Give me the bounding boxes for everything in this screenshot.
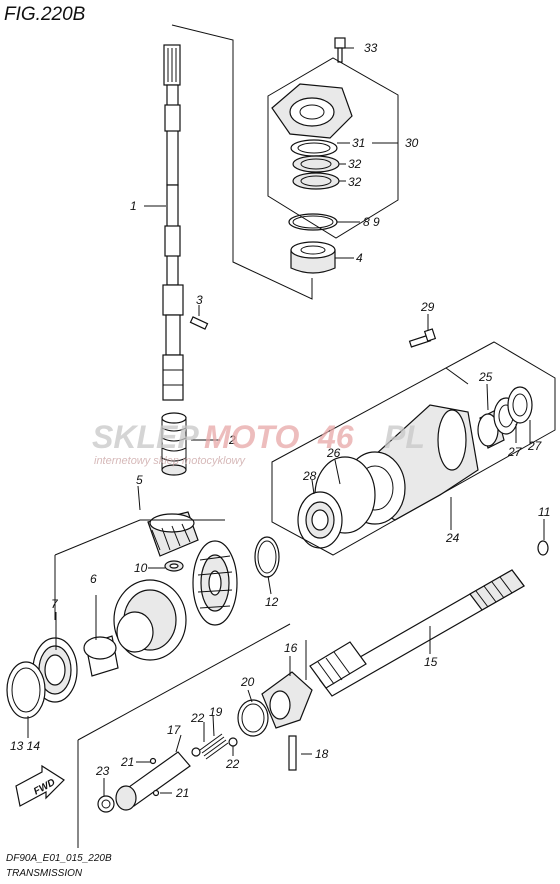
watermark-brand-a: SKLEP — [92, 419, 199, 455]
pin-3 — [189, 316, 209, 330]
callout-33: 33 — [364, 41, 378, 55]
callout-23: 23 — [95, 764, 110, 778]
shim-12 — [254, 536, 280, 578]
ball-22a — [191, 747, 201, 757]
callout-22b: 22 — [225, 757, 240, 771]
callout-2: 2 — [228, 433, 236, 447]
spring-2 — [161, 412, 187, 476]
callout-21a: 21 — [120, 755, 134, 769]
ball-22b — [228, 737, 238, 747]
diagram-caption: TRANSMISSION — [6, 868, 83, 879]
callout-21b: 21 — [175, 786, 189, 800]
group-box-30 — [267, 57, 399, 239]
callout-18: 18 — [315, 747, 329, 761]
pin-18 — [288, 735, 297, 771]
callout-13-14: 13 14 — [10, 739, 40, 753]
spring-19 — [199, 733, 229, 760]
callout-25: 25 — [478, 370, 493, 384]
group-box-24 — [271, 341, 556, 556]
nut-10 — [164, 560, 184, 572]
washer-23 — [97, 795, 115, 813]
figure-title: FIG.220B — [4, 4, 86, 25]
bushing-6 — [83, 635, 119, 677]
callout-28: 28 — [302, 469, 317, 483]
bolt-33 — [334, 37, 346, 63]
callout-27b: 27 — [527, 439, 543, 453]
reverse-gear — [113, 579, 187, 661]
callout-11: 11 — [538, 505, 550, 519]
watermark-brand-d: PL — [384, 419, 425, 455]
clutch-dog-16 — [261, 671, 313, 729]
o-ring-8-9 — [288, 213, 338, 231]
group-box-bottom — [77, 623, 307, 848]
callout-30: 30 — [405, 136, 419, 150]
bearing-4 — [290, 241, 336, 274]
callout-1: 1 — [130, 199, 137, 213]
forward-bevel-gear — [192, 540, 238, 626]
callout-7: 7 — [51, 597, 59, 611]
callout-19: 19 — [209, 705, 223, 719]
oil-seal-32a — [292, 155, 340, 173]
shift-slider-17 — [115, 751, 191, 811]
drive-shaft — [162, 44, 184, 401]
shim-13-14 — [6, 661, 46, 719]
callout-10: 10 — [134, 561, 148, 575]
callout-31: 31 — [352, 136, 365, 150]
callout-24: 24 — [445, 531, 460, 545]
callout-27a: 27 — [507, 445, 523, 459]
group-box-left — [54, 519, 225, 620]
callout-17: 17 — [167, 723, 182, 737]
circlip-11 — [537, 540, 549, 556]
fwd-direction-arrow: FWD — [15, 764, 65, 807]
callout-22a: 22 — [190, 711, 205, 725]
callout-12: 12 — [265, 595, 279, 609]
watermark: SKLEP MOTO 46 PL internetowy sklep motoc… — [92, 419, 425, 467]
callout-32a: 32 — [348, 157, 362, 171]
callout-26: 26 — [326, 446, 341, 460]
callout-8-9: 8 9 — [363, 215, 380, 229]
oil-seal-31 — [290, 139, 338, 157]
callout-6: 6 — [90, 572, 97, 586]
bearing-28 — [297, 491, 343, 549]
callout-4: 4 — [356, 251, 363, 265]
callout-20: 20 — [240, 675, 255, 689]
callout-15: 15 — [424, 655, 438, 669]
callout-16: 16 — [284, 641, 298, 655]
callout-32b: 32 — [348, 175, 362, 189]
watermark-brand-c: 46 — [317, 419, 354, 455]
diagram-code: DF90A_E01_015_220B — [6, 853, 112, 864]
pin-21a — [149, 757, 157, 765]
watermark-brand-b: MOTO — [204, 419, 300, 455]
propeller-shaft-15 — [309, 569, 525, 697]
seal-housing-30 — [271, 83, 353, 139]
bolt-29 — [408, 328, 437, 348]
callout-3: 3 — [196, 293, 203, 307]
oil-seal-32b — [292, 172, 340, 190]
oil-seal-27b — [507, 386, 533, 424]
callout-29: 29 — [420, 300, 435, 314]
pin-21b — [152, 789, 160, 797]
ring-20 — [237, 699, 269, 737]
watermark-tagline: internetowy sklep motocyklowy — [94, 455, 247, 467]
group-box-1 — [171, 24, 313, 300]
callout-5: 5 — [136, 473, 143, 487]
pinion-gear-5 — [147, 511, 199, 557]
